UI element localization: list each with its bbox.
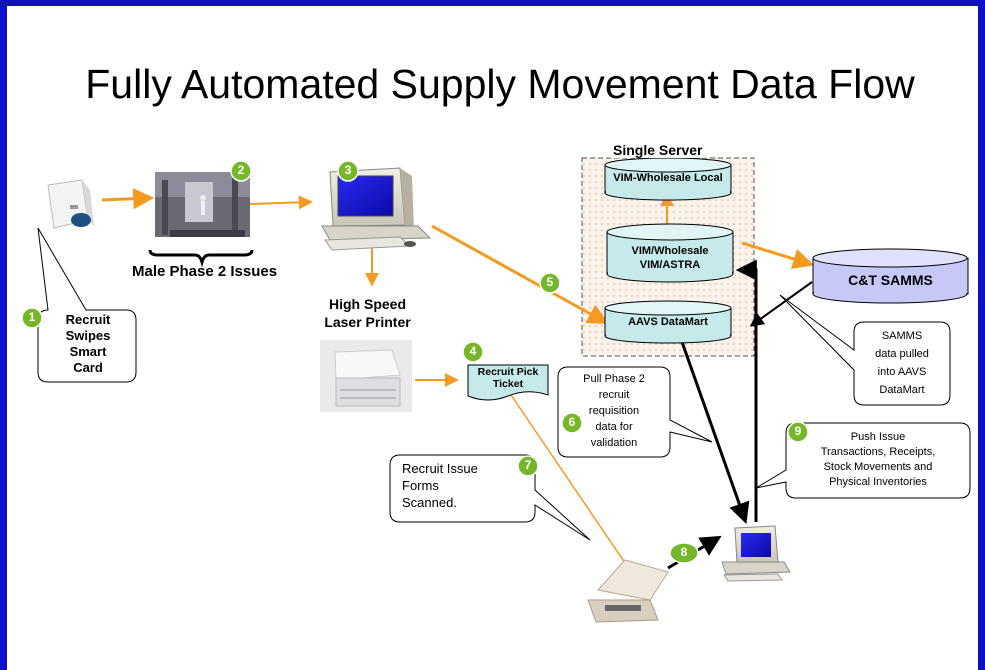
db-label-aavs-datamart: AAVS DataMart [628,316,708,328]
db-vim-wholesale-local [604,157,732,201]
slide-frame-right [978,0,985,670]
laser-printer-icon [320,340,412,412]
callout-pull-phase2-text: Pull Phase 2 recruit requisition data fo… [583,373,645,449]
computer-icon [321,167,432,251]
male-phase2-bracket [148,249,254,268]
step-number-3: 3 [344,163,352,177]
arrow-samms-to-datamart [749,281,813,327]
arrow-wholesale-to-samms [741,241,815,270]
step-number-2: 2 [237,163,245,177]
arrow-issues-to-computer [249,195,313,210]
pick-ticket-shape [467,364,549,401]
db-vim-wholesale [606,223,734,283]
arrow-computer-to-datamart [431,224,609,325]
db-ct-samms [812,248,969,304]
arrow-card-to-issues [101,188,155,210]
step-badge-8 [669,542,699,564]
arrow-datamart-to-workstation [680,341,750,524]
document-scanner-icon [587,559,669,623]
step-badge-6 [561,412,583,434]
step-badge-3 [337,160,359,182]
step-number-5: 5 [546,275,554,289]
slide-frame-top [0,0,985,6]
warehouse-photo-icon [155,172,250,237]
callout-push-issue-bubble [755,422,971,499]
workstation-icon [721,525,791,582]
callout-samms-text: SAMMS data pulled into AAVS DataMart [875,330,929,396]
arrow-workstation-to-wholesale [735,259,758,522]
callout-swipe-text: Recruit Swipes Smart Card [65,312,111,375]
step-number-8: 8 [680,545,688,559]
step-number-4: 4 [469,344,477,358]
db-label-vim-wholesale: VIM/Wholesale VIM/ASTRA [631,245,709,271]
callout-samms-bubble [779,294,951,406]
callout-push-issue-text: Push Issue Transactions, Receipts, Stock… [820,431,936,488]
slide-frame-left [0,0,7,670]
printer-label: High Speed Laser Printer [324,296,411,330]
arrow-ticket-to-scanner [510,394,640,584]
step-number-6: 6 [568,415,576,429]
step-badge-7 [517,455,539,477]
db-label-ct-samms: C&T SAMMS [848,272,933,288]
callout-pull-phase2-bubble [557,366,713,458]
callout-issue-forms-text: Recruit Issue Forms Scanned. [402,461,478,510]
step-number-1: 1 [28,310,36,324]
step-number-9: 9 [794,424,802,438]
step-badge-4 [462,341,484,363]
step-badge-5 [539,272,561,294]
single-server-label: Single Server [610,142,706,158]
db-label-vim-local: VIM-Wholesale Local [613,172,723,184]
card-reader-icon [47,179,94,229]
pick-ticket-label: Recruit Pick Ticket [477,366,539,390]
step-badge-1 [21,307,43,329]
step-badge-2 [230,160,252,182]
db-aavs-datamart [604,300,732,344]
step-badge-9 [787,421,809,443]
slide-title: Fully Automated Supply Movement Data Flo… [85,61,915,107]
step-number-7: 7 [524,458,532,472]
male-phase2-label: Male Phase 2 Issues [132,263,278,280]
